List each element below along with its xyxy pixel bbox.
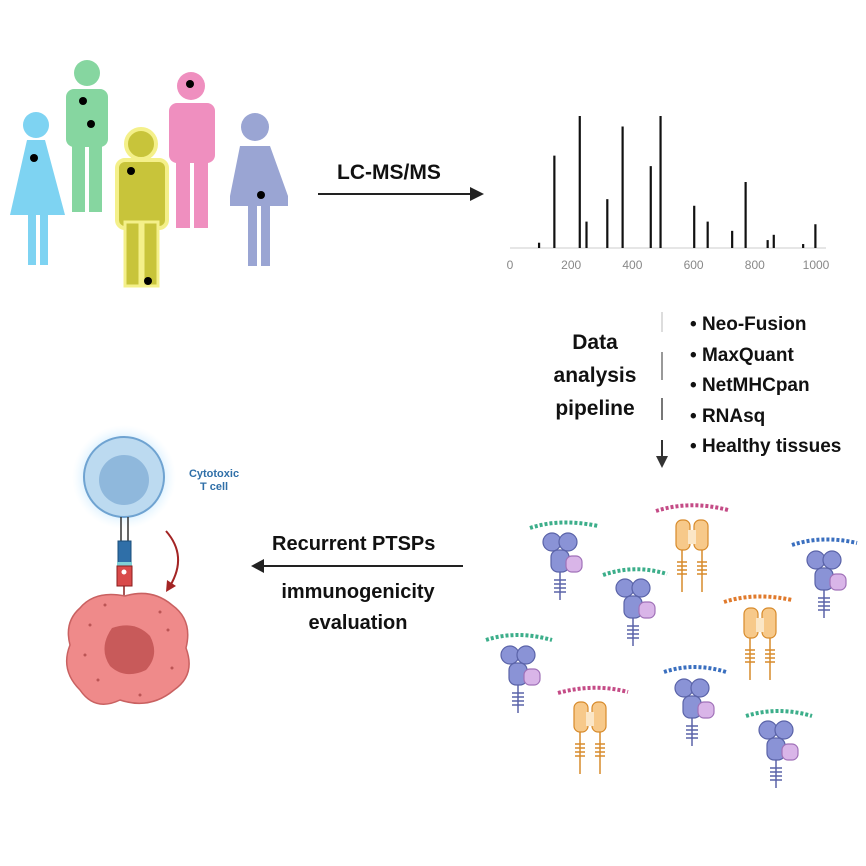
mhc-peptide-complex [116, 565, 133, 600]
arrow-pipeline [656, 312, 668, 468]
cytotoxic-t-cell [83, 436, 165, 542]
patient-pink [169, 72, 215, 228]
tool-item: • MaxQuant [690, 344, 794, 366]
peptide-mhc-complexes [485, 503, 858, 789]
peptide-mhc-2 [655, 503, 729, 593]
spectrum-peaks [537, 116, 817, 248]
cell-label-line2: T cell [199, 481, 229, 493]
peptide-mhc-9 [745, 709, 813, 789]
spectrum-tick-label: 400 [622, 258, 642, 272]
tumor-cell [65, 592, 190, 705]
tool-item: • RNAsq [690, 405, 766, 427]
pipeline-label: Data analysis pipeline [540, 326, 650, 425]
tool-item: • NetMHCpan [690, 375, 810, 396]
cell-label-line1: Cytotoxic [188, 468, 240, 480]
evaluation-label-line2: immunogenicity [281, 581, 435, 603]
mass-spectrum: 0 200 400 600 800 1000 [507, 116, 830, 272]
pipeline-tools-list: • Neo-Fusion • MaxQuant • NetMHCpan • RN… [690, 310, 841, 463]
pipeline-label-line3: pipeline [555, 397, 635, 420]
patient-blue [10, 112, 65, 265]
tool-item: • Neo-Fusion [690, 314, 807, 335]
peptide-mhc-8 [663, 665, 727, 747]
peptide-mhc-7 [557, 685, 629, 775]
peptide-mhc-4 [602, 567, 668, 647]
arrow-evaluation [251, 559, 463, 573]
peptide-mhc-3 [791, 537, 858, 619]
spectrum-tick-label: 800 [745, 258, 765, 272]
evaluation-label: immunogenicity evaluation [258, 577, 458, 639]
lcms-label: LC-MS/MS [337, 161, 441, 184]
spectrum-tick-label: 600 [684, 258, 704, 272]
peptide-mhc-5 [723, 594, 793, 681]
attack-arrow [165, 530, 179, 592]
spectrum-tick-label: 200 [561, 258, 581, 272]
patient-yellow [115, 127, 169, 288]
spectrum-tick-label: 0 [507, 258, 514, 272]
spectrum-tick-label: 1000 [803, 258, 830, 272]
peptide-mhc-1 [529, 520, 599, 601]
tool-item: • Healthy tissues [690, 436, 842, 457]
pipeline-label-line2: analysis [553, 364, 637, 387]
tcr-receptor [117, 540, 132, 568]
cell-label: Cytotoxic T cell [181, 468, 247, 494]
peptide-mhc-6 [485, 633, 553, 714]
spectrum-ticks: 0 200 400 600 800 1000 [507, 258, 830, 272]
patient-green [66, 60, 108, 212]
pipeline-label-line1: Data [572, 331, 618, 354]
patient-purple [230, 113, 288, 266]
arrow-lcms [318, 187, 484, 201]
evaluation-label-line3: evaluation [308, 612, 408, 634]
evaluation-label-line1: Recurrent PTSPs [272, 533, 436, 555]
